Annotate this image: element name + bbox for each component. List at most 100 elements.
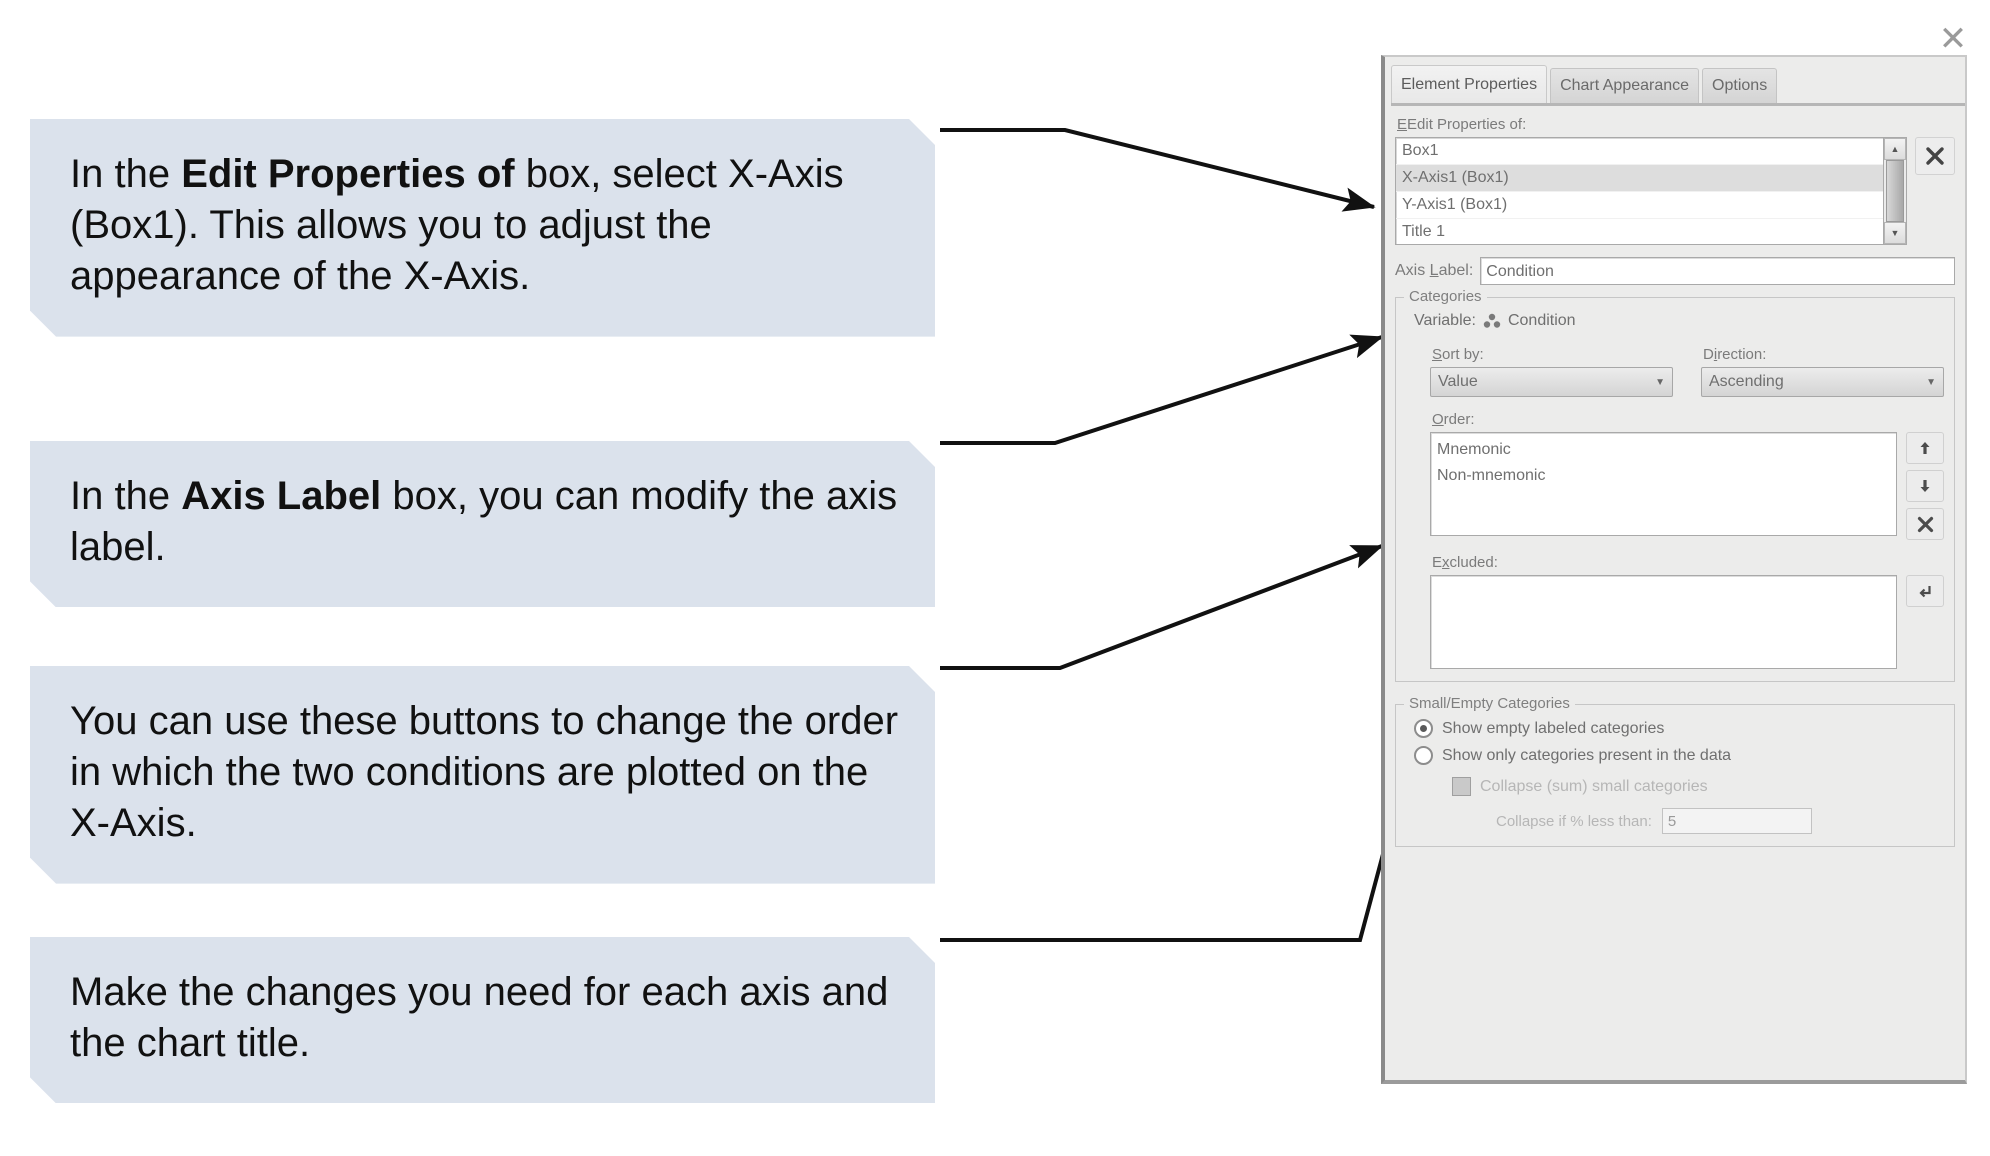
sort-by-col: Sort by: Value ▼ [1430, 340, 1673, 397]
move-up-button[interactable] [1906, 432, 1944, 464]
move-down-button[interactable] [1906, 470, 1944, 502]
tab-strip: Element Properties Chart Appearance Opti… [1391, 63, 1965, 106]
edit-properties-label-text: Edit Properties of: [1407, 116, 1527, 133]
callout-text-part: box, you can modify the axis label. [70, 474, 898, 570]
arrow-up-icon [1920, 442, 1930, 454]
scroll-up-icon[interactable]: ▲ [1884, 138, 1906, 160]
callout-text-part: box, select X-Axis (Box1). This allows y… [70, 152, 844, 299]
radio-show-only-present[interactable]: Show only categories present in the data [1414, 746, 1944, 765]
chart-builder-element-properties-dialog: Element Properties Chart Appearance Opti… [1381, 55, 1967, 1084]
callout-edit-properties: In the Edit Properties of box, select X-… [30, 119, 935, 337]
tab-options[interactable]: Options [1702, 68, 1778, 103]
radio-icon-selected [1414, 719, 1433, 738]
restore-arrow-icon [1918, 585, 1931, 597]
excluded-buttons [1906, 575, 1944, 607]
tab-chart-appearance[interactable]: Chart Appearance [1550, 68, 1700, 103]
small-empty-categories-group: Small/Empty Categories Show empty labele… [1395, 695, 1955, 847]
collapse-checkbox-label: Collapse (sum) small categories [1480, 777, 1708, 795]
edit-properties-row: Box1 X-Axis1 (Box1) Y-Axis1 (Box1) Title… [1395, 137, 1955, 245]
callout-text-bold: Axis Label [181, 474, 382, 518]
tab-label: Element Properties [1401, 75, 1538, 93]
radio-icon-unselected [1414, 746, 1433, 765]
list-item-label: Box1 [1402, 142, 1439, 159]
tab-label: Chart Appearance [1560, 77, 1690, 94]
callout-text-part: In the [70, 152, 182, 196]
sort-by-label: Sort by: [1432, 346, 1484, 363]
scroll-up-glyph: ▲ [1890, 144, 1900, 154]
chevron-down-icon: ▼ [1655, 376, 1665, 388]
radio-show-empty-label: Show empty labeled categories [1442, 719, 1665, 737]
excluded-row [1430, 575, 1944, 669]
callout-text: You can use these buttons to change the … [70, 699, 899, 846]
x-icon [1917, 516, 1933, 532]
radio-show-only-label: Show only categories present in the data [1442, 746, 1732, 764]
direction-col: Direction: Ascending ▼ [1701, 340, 1944, 397]
list-item-label: Y-Axis1 (Box1) [1402, 196, 1508, 213]
variable-row: Variable: Condition [1414, 312, 1944, 330]
variable-value: Condition [1507, 312, 1576, 329]
callout-axis-label: In the Axis Label box, you can modify th… [30, 441, 935, 607]
arrow-down-icon [1920, 480, 1930, 492]
callout-text: Make the changes you need for each axis … [70, 970, 889, 1066]
callout-text: In the Edit Properties of box, select X-… [70, 152, 844, 298]
element-properties-panel: EEdit Properties of: Box1 X-Axis1 (Box1)… [1385, 106, 1965, 847]
list-item-box1[interactable]: Box1 [1396, 138, 1883, 165]
collapse-percent-row: Collapse if % less than: 5 [1496, 808, 1944, 834]
arrow-3 [940, 544, 1384, 670]
axis-label-caption: Axis Label: [1395, 262, 1474, 279]
delete-element-button[interactable] [1915, 137, 1955, 175]
x-icon [1926, 147, 1944, 165]
list-item-y-axis1[interactable]: Y-Axis1 (Box1) [1396, 192, 1883, 219]
order-section: Order: Mnemonic Non-mnemonic [1430, 411, 1944, 540]
excluded-label: Excluded: [1432, 554, 1498, 571]
exclude-button[interactable] [1906, 508, 1944, 540]
collapse-percent-input: 5 [1661, 808, 1812, 834]
order-item-label: Mnemonic [1437, 441, 1511, 458]
order-item-label: Non-mnemonic [1437, 467, 1546, 484]
close-icon[interactable]: ✕ [1938, 19, 1968, 59]
tab-label: Options [1712, 77, 1768, 94]
list-item-x-axis1[interactable]: X-Axis1 (Box1) [1396, 165, 1883, 192]
categories-group-title: Categories [1404, 288, 1487, 305]
order-item[interactable]: Mnemonic [1437, 437, 1896, 463]
order-buttons [1906, 432, 1944, 540]
excluded-section: Excluded: [1430, 554, 1944, 669]
edit-properties-scrollbar[interactable]: ▲ ▼ [1884, 137, 1907, 245]
excluded-list[interactable] [1430, 575, 1897, 669]
scroll-down-icon[interactable]: ▼ [1884, 222, 1906, 244]
list-item-title1[interactable]: Title 1 [1396, 219, 1883, 244]
sort-by-select[interactable]: Value ▼ [1430, 367, 1673, 397]
list-item-label: Title 1 [1402, 223, 1445, 240]
radio-show-empty[interactable]: Show empty labeled categories [1414, 719, 1944, 738]
tab-element-properties[interactable]: Element Properties [1391, 65, 1548, 103]
direction-value: Ascending [1709, 373, 1784, 390]
callout-text-bold: Edit Properties of [181, 152, 515, 196]
arrow-1 [940, 128, 1376, 212]
variable-label: Variable: [1414, 312, 1476, 329]
order-item[interactable]: Non-mnemonic [1437, 463, 1896, 489]
order-row: Mnemonic Non-mnemonic [1430, 432, 1944, 540]
edit-properties-label: EEdit Properties of: [1397, 116, 1527, 133]
sort-direction-row: Sort by: Value ▼ Direction: Ascending ▼ [1430, 340, 1944, 397]
order-label: Order: [1432, 411, 1475, 428]
edit-properties-list[interactable]: Box1 X-Axis1 (Box1) Y-Axis1 (Box1) Title… [1395, 137, 1884, 245]
checkbox-icon-disabled [1452, 777, 1471, 796]
collapse-percent-label: Collapse if % less than: [1496, 812, 1652, 830]
list-item-label: X-Axis1 (Box1) [1402, 169, 1509, 186]
callout-text: In the Axis Label box, you can modify th… [70, 474, 897, 569]
chevron-down-icon: ▼ [1926, 376, 1936, 388]
callout-text-part: In the [70, 474, 182, 518]
restore-button[interactable] [1906, 575, 1944, 607]
direction-select[interactable]: Ascending ▼ [1701, 367, 1944, 397]
callout-make-changes: Make the changes you need for each axis … [30, 937, 935, 1103]
axis-label-row: Axis Label: Condition [1395, 257, 1955, 285]
sort-by-value: Value [1438, 373, 1478, 390]
axis-label-input[interactable]: Condition [1480, 257, 1955, 285]
scrollbar-thumb[interactable] [1886, 160, 1904, 222]
order-list[interactable]: Mnemonic Non-mnemonic [1430, 432, 1897, 536]
categories-group: Categories Variable: Condition Sort by: [1395, 288, 1955, 682]
small-empty-group-title: Small/Empty Categories [1404, 695, 1575, 712]
callout-order-buttons: You can use these buttons to change the … [30, 666, 935, 884]
arrow-2 [940, 334, 1384, 445]
direction-label: Direction: [1703, 346, 1767, 363]
